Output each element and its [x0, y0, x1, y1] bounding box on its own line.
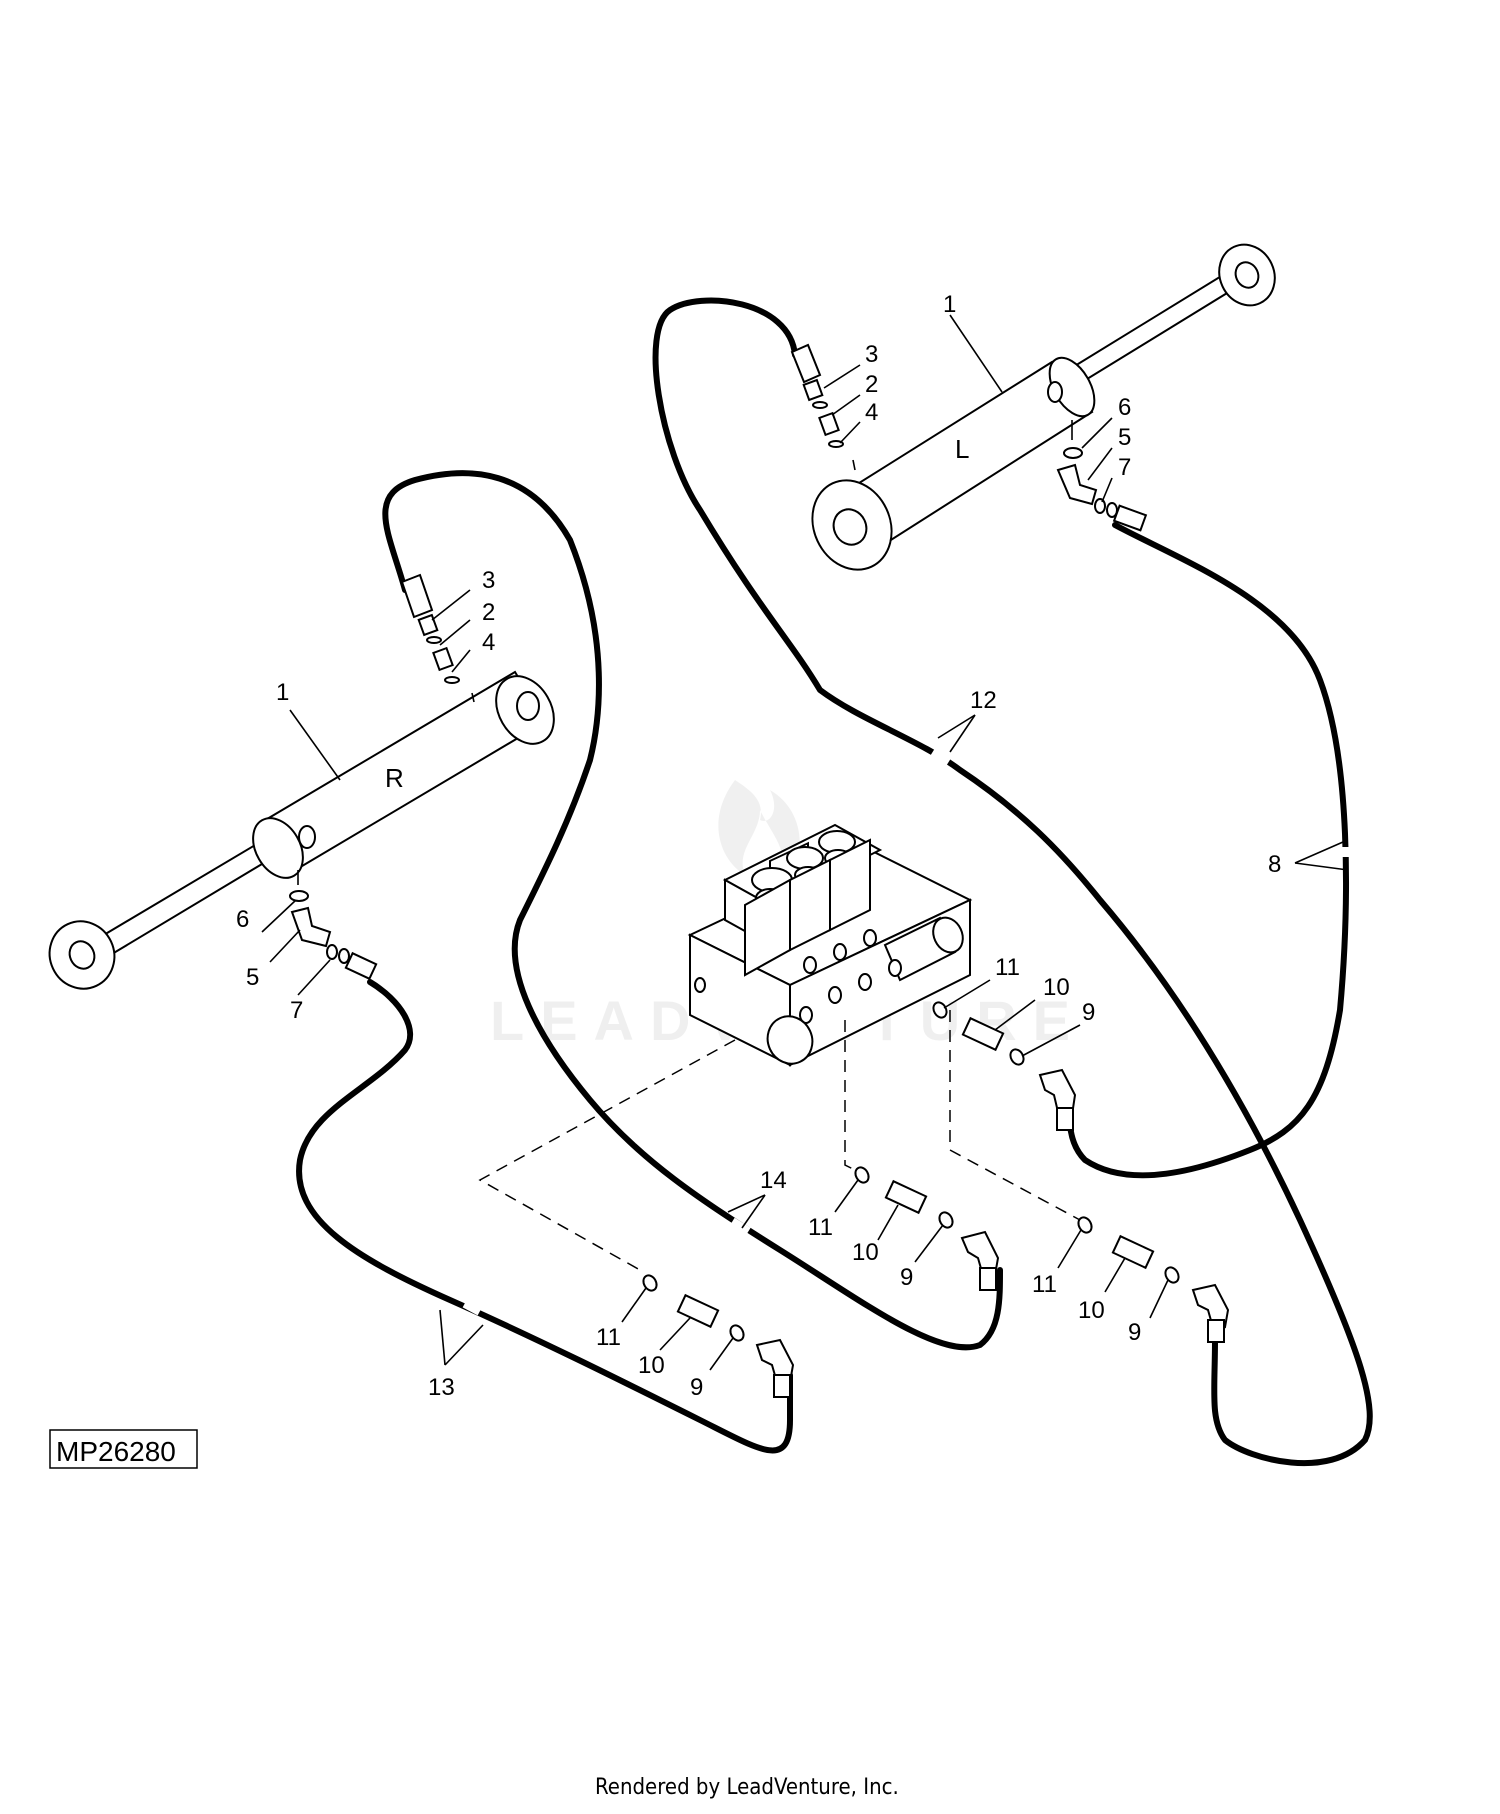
- callout-9-c: 9: [690, 1374, 703, 1401]
- callout-3-right: 3: [482, 567, 495, 594]
- hose-8: [1066, 522, 1357, 1179]
- callout-11-c: 11: [596, 1324, 621, 1351]
- fitting-set-b: [854, 1166, 1000, 1291]
- callout-14: 14: [760, 1167, 787, 1194]
- fitting-set-d: [1077, 1216, 1230, 1343]
- reference-id: MP26280: [56, 1436, 176, 1467]
- left-cylinder: L: [811, 243, 1276, 571]
- callout-7-left: 7: [1118, 454, 1131, 481]
- right-cylinder: R: [48, 670, 555, 990]
- callout-9-d: 9: [1128, 1319, 1141, 1346]
- callout-4-right: 4: [482, 629, 495, 656]
- callout-5-left: 5: [1118, 424, 1131, 451]
- callout-11-b: 11: [808, 1214, 833, 1241]
- callout-10-d: 10: [1078, 1297, 1105, 1324]
- fitting-set-c: [642, 1274, 795, 1398]
- left-hose-end-fittings: [790, 343, 856, 471]
- callout-1-left: 1: [943, 291, 956, 318]
- callout-6-right: 6: [236, 906, 249, 933]
- right-elbow-fittings: [289, 870, 378, 981]
- leader-lines: [261, 314, 1349, 1371]
- callout-10-a: 10: [1043, 974, 1070, 1001]
- callout-1-right: 1: [276, 679, 289, 706]
- callout-2-left: 2: [865, 371, 878, 398]
- callout-4-left: 4: [865, 399, 878, 426]
- hose-12: [652, 297, 1373, 1466]
- right-hose-end-fittings: [400, 573, 475, 703]
- hose-14: [382, 470, 1003, 1351]
- control-valve: [687, 823, 973, 1067]
- callout-9-b: 9: [900, 1264, 913, 1291]
- callout-5-right: 5: [246, 964, 259, 991]
- footer-credit: Rendered by LeadVenture, Inc.: [595, 1775, 899, 1800]
- callout-9-a: 9: [1082, 999, 1095, 1026]
- valve-port-dashes: [478, 1010, 1081, 1271]
- callout-7-right: 7: [290, 997, 303, 1024]
- reference-id-box: MP26280: [49, 1429, 198, 1469]
- callout-11-d: 11: [1032, 1271, 1057, 1298]
- hose-13: [296, 979, 793, 1454]
- callout-labels: 1 3 2 4 6 5 7 1 3 2 4 6 5 7 12 8 14 13 1…: [236, 291, 1281, 1401]
- callout-10-c: 10: [638, 1352, 665, 1379]
- callout-11-a: 11: [995, 954, 1020, 981]
- left-elbow-fittings: [1056, 420, 1148, 532]
- callout-2-right: 2: [482, 599, 495, 626]
- callout-13: 13: [428, 1374, 455, 1401]
- cylinder-side-label: L: [955, 434, 969, 464]
- callout-6-left: 6: [1118, 394, 1131, 421]
- callout-8: 8: [1268, 851, 1281, 878]
- cylinder-side-label: R: [385, 763, 404, 793]
- callout-3-left: 3: [865, 341, 878, 368]
- callout-12: 12: [970, 687, 997, 714]
- callout-10-b: 10: [852, 1239, 879, 1266]
